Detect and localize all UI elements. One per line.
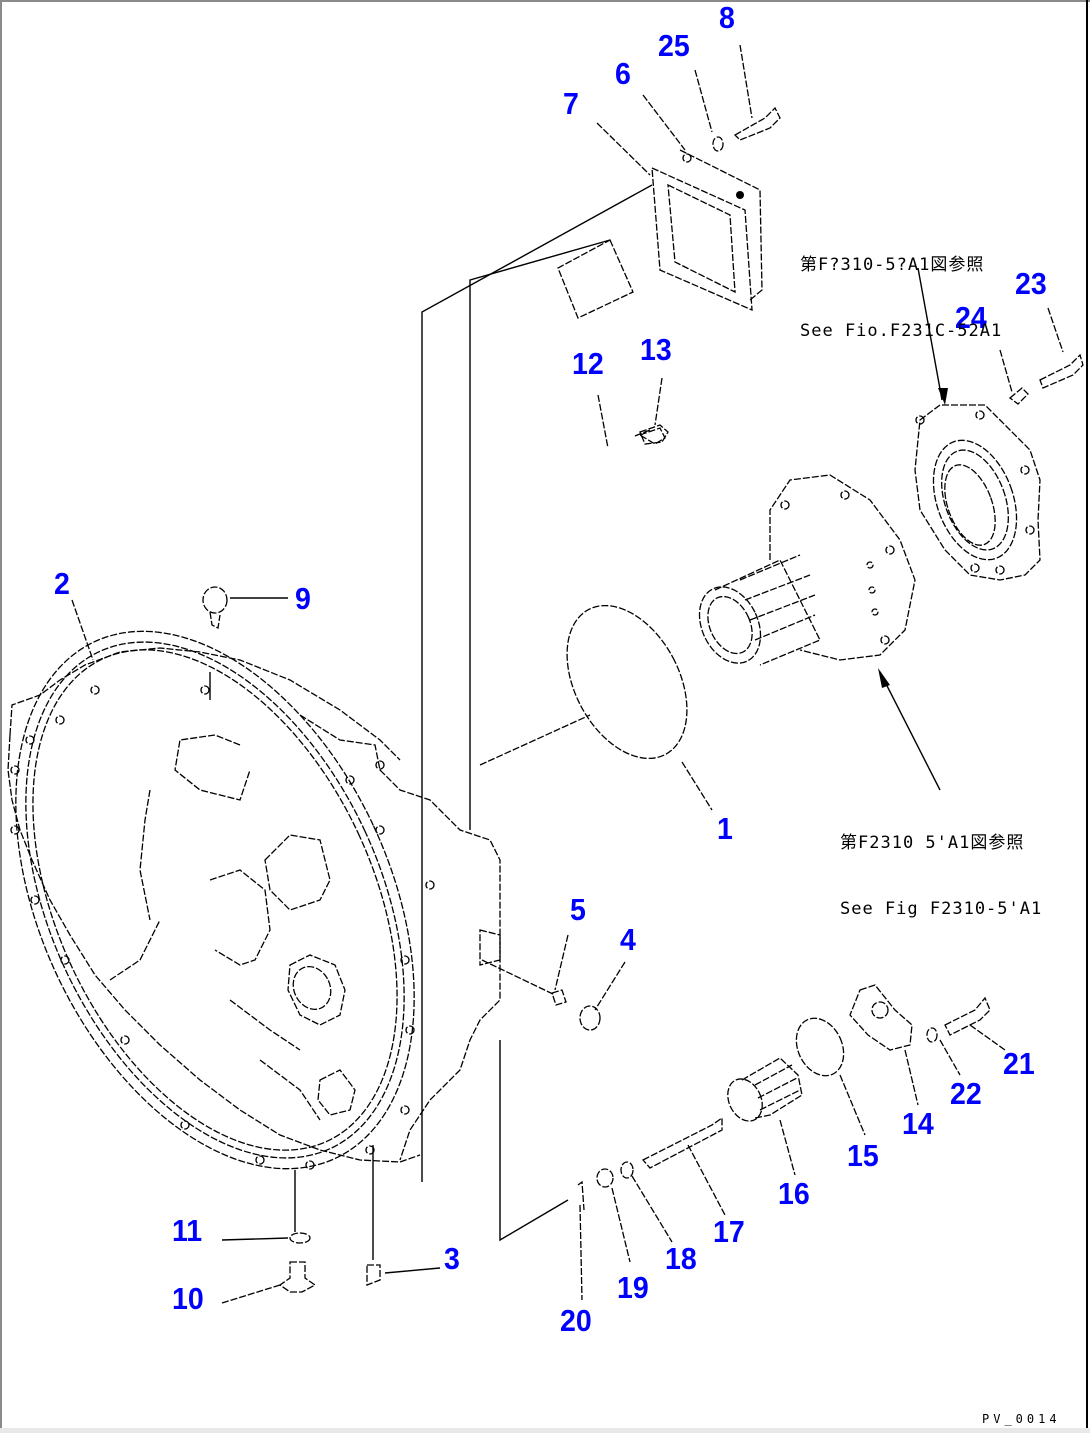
reference-note-52a1-jp: 第F?310-5?A1図参照 [800, 255, 985, 275]
callout-24[interactable]: 24 [955, 300, 987, 335]
callout-23[interactable]: 23 [1015, 266, 1047, 301]
reference-note-51a1-jp: 第F2310 5'A1図参照 [840, 833, 1025, 853]
callout-18[interactable]: 18 [665, 1241, 697, 1276]
callout-1[interactable]: 1 [717, 811, 733, 846]
plug-13 [634, 427, 666, 445]
callout-10[interactable]: 10 [172, 1281, 204, 1316]
washer-25 [712, 136, 724, 152]
o-ring-1 [566, 604, 688, 760]
callout-15[interactable]: 15 [847, 1138, 879, 1173]
callout-12[interactable]: 12 [572, 346, 604, 381]
callout-17[interactable]: 17 [713, 1214, 745, 1249]
callout-9[interactable]: 9 [295, 581, 311, 616]
callout-21[interactable]: 21 [1003, 1046, 1035, 1081]
strainer-16 [727, 1057, 803, 1122]
reference-note-51a1: 第F2310 5'A1図参照 See Fig F2310-5'A1 [840, 788, 1042, 942]
oring-11 [289, 1232, 311, 1244]
plug-4 [579, 1005, 601, 1031]
callout-22[interactable]: 22 [950, 1076, 982, 1111]
callout-8[interactable]: 8 [719, 0, 735, 35]
callout-25[interactable]: 25 [658, 28, 690, 63]
flange-shaft-assembly [698, 474, 916, 666]
reference-arrow-52 [917, 267, 943, 401]
reference-note-52a1: 第F?310-5?A1図参照 See Fio.F231C-52A1 [800, 210, 1002, 364]
plate-12 [557, 239, 634, 319]
pin-20 [577, 1180, 585, 1211]
bolt-8 [733, 106, 781, 141]
shaft-17 [641, 1116, 723, 1169]
bolt-23 [1039, 353, 1084, 389]
washer-22 [926, 1027, 938, 1043]
callout-20[interactable]: 20 [560, 1303, 592, 1338]
drain-plug-10 [278, 1261, 317, 1293]
callout-14[interactable]: 14 [902, 1106, 934, 1141]
cover-and-gasket [651, 149, 763, 312]
callout-4[interactable]: 4 [620, 922, 636, 957]
bolt-21 [944, 996, 991, 1036]
reference-note-52a1-en: See Fio.F231C-52A1 [800, 321, 1003, 341]
washer-5 [551, 989, 567, 1006]
assembly-lines [209, 184, 653, 1260]
callout-leader-lines [71, 44, 1064, 1304]
washer-24 [1008, 387, 1029, 405]
callout-11[interactable]: 11 [172, 1213, 203, 1248]
callout-7[interactable]: 7 [563, 86, 579, 121]
nut-19 [596, 1168, 614, 1188]
reference-arrow-51 [879, 671, 941, 791]
callout-19[interactable]: 19 [617, 1270, 649, 1305]
washer-18 [620, 1161, 634, 1179]
callout-16[interactable]: 16 [778, 1176, 810, 1211]
drawing-code: PV_0014 [982, 1412, 1061, 1426]
oring-15 [795, 1017, 845, 1077]
transmission-housing [7, 630, 501, 1170]
reference-note-51a1-en: See Fig F2310-5'A1 [840, 899, 1043, 919]
bearing-cage-assembly [914, 404, 1041, 581]
callout-5[interactable]: 5 [570, 892, 586, 927]
callout-13[interactable]: 13 [640, 332, 672, 367]
frame-right-border [1086, 0, 1088, 1428]
plug-3 [366, 1264, 381, 1286]
callout-6[interactable]: 6 [615, 56, 631, 91]
callout-2[interactable]: 2 [54, 566, 70, 601]
strainer-cover-14 [849, 984, 913, 1051]
callout-3[interactable]: 3 [444, 1241, 460, 1276]
eyebolt-9 [202, 586, 228, 629]
frame-bottom-border [0, 1428, 1090, 1433]
